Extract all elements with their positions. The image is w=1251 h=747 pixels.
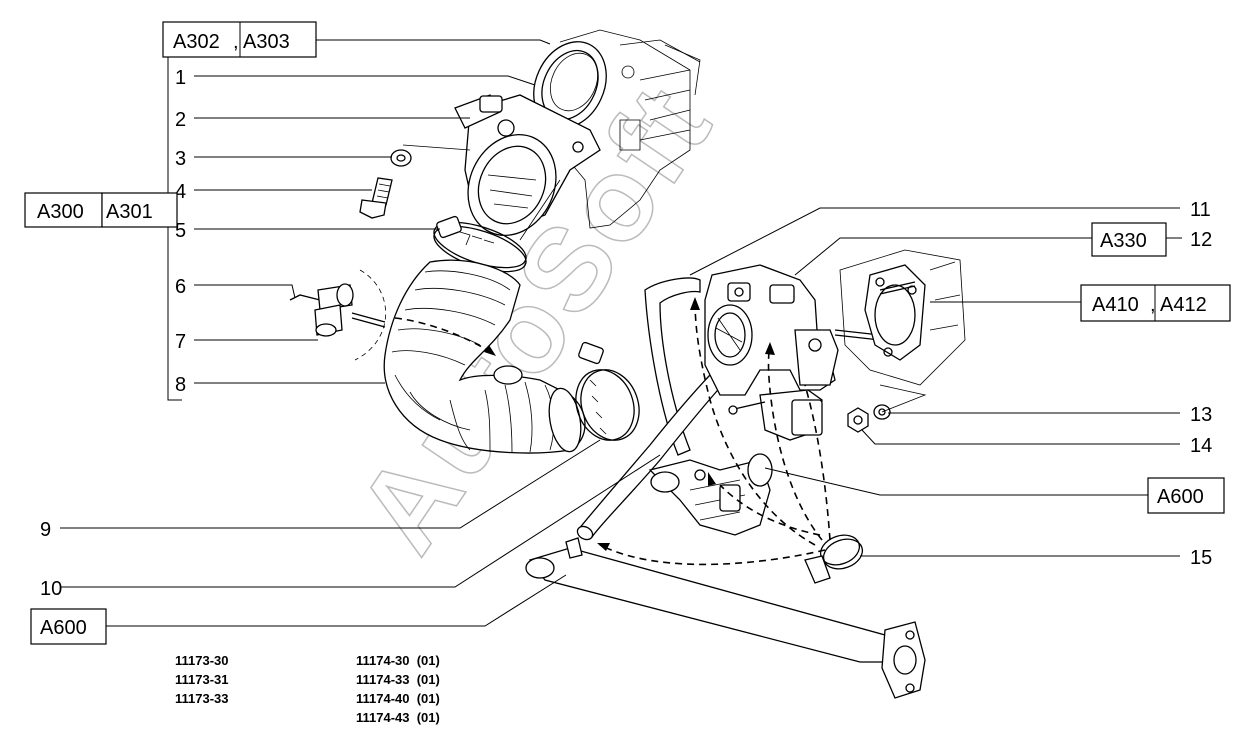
part-number-4: 4 bbox=[175, 181, 186, 203]
ref-a301[interactable]: A301 bbox=[106, 201, 153, 223]
part-number-14: 14 bbox=[1190, 435, 1212, 457]
ref-a600-left[interactable]: A600 bbox=[40, 617, 87, 639]
part-number-10: 10 bbox=[40, 578, 62, 600]
guide-lines bbox=[402, 144, 927, 413]
reference-a302-a303[interactable]: A302 , A303 bbox=[162, 21, 317, 58]
part-number-9: 9 bbox=[40, 519, 51, 541]
part-number-labels: 1 2 3 4 5 6 7 8 9 10 11 12 13 14 15 bbox=[40, 67, 1212, 600]
washer-part-3 bbox=[390, 149, 412, 167]
reference-a600-right[interactable]: A600 bbox=[1147, 477, 1225, 514]
part-number-12: 12 bbox=[1190, 229, 1212, 251]
ref-a410[interactable]: A410 bbox=[1092, 294, 1139, 316]
part-number-7: 7 bbox=[175, 331, 186, 353]
part-number-5: 5 bbox=[175, 220, 186, 242]
reference-a300-a301[interactable]: A300 A301 bbox=[24, 192, 178, 228]
reference-a600-left[interactable]: A600 bbox=[30, 608, 107, 645]
corrugated-air-hose-part-8 bbox=[383, 259, 586, 454]
ref-comma-2: , bbox=[1150, 294, 1156, 316]
part-number-13: 13 bbox=[1190, 404, 1212, 426]
leader-lines bbox=[60, 39, 1180, 627]
code-left-3: 11173-33 bbox=[175, 691, 229, 706]
ref-a412[interactable]: A412 bbox=[1160, 294, 1207, 316]
reference-a410-a412[interactable]: A410 , A412 bbox=[1080, 284, 1231, 322]
code-left-2: 11173-31 bbox=[175, 672, 229, 687]
applicability-codes: 11173-30 11173-31 11173-33 11174-30 (01)… bbox=[175, 653, 440, 725]
air-flow-sensor-part-2 bbox=[454, 94, 601, 237]
intake-manifold-gasket bbox=[839, 249, 966, 386]
hose-clamp-outlet bbox=[575, 341, 640, 441]
reference-a330[interactable]: A330 bbox=[1091, 222, 1182, 257]
nut-part-14 bbox=[847, 407, 869, 433]
ref-a303[interactable]: A303 bbox=[243, 31, 290, 53]
part-number-1: 1 bbox=[175, 67, 186, 89]
code-right-4: 11174-43 (01) bbox=[356, 710, 440, 725]
hose-clamp-part-15 bbox=[804, 534, 864, 584]
part-number-11: 11 bbox=[1190, 199, 1211, 221]
part-number-2: 2 bbox=[175, 109, 186, 131]
bolt-part-4 bbox=[359, 177, 393, 219]
ref-a330[interactable]: A330 bbox=[1100, 230, 1147, 252]
ref-a300[interactable]: A300 bbox=[37, 201, 84, 223]
code-left-1: 11173-30 bbox=[175, 653, 229, 668]
coolant-fitting-housing bbox=[648, 453, 773, 536]
code-right-1: 11174-30 (01) bbox=[356, 653, 440, 668]
code-right-3: 11174-40 (01) bbox=[356, 691, 440, 706]
vent-to-hose-arrow bbox=[394, 317, 496, 356]
hose-part-11 bbox=[644, 277, 701, 456]
routing-dashed-arrows bbox=[597, 297, 831, 566]
ref-a302[interactable]: A302 bbox=[173, 31, 220, 53]
ref-a600-right[interactable]: A600 bbox=[1157, 486, 1204, 508]
part-number-8: 8 bbox=[175, 374, 186, 396]
vent-fitting-parts-6-7 bbox=[289, 269, 387, 361]
part-number-6: 6 bbox=[175, 276, 186, 298]
part-number-15: 15 bbox=[1190, 547, 1212, 569]
part-number-3: 3 bbox=[175, 148, 186, 170]
coolant-pipe-part-10 bbox=[525, 537, 926, 699]
engine-block-top-illustration bbox=[559, 29, 701, 229]
code-right-2: 11174-33 (01) bbox=[356, 672, 440, 687]
ref-comma: , bbox=[233, 31, 239, 53]
